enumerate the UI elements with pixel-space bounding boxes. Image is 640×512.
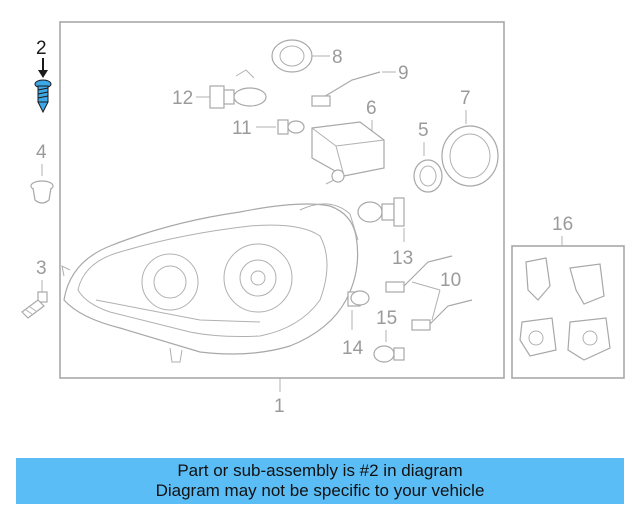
callout-10[interactable]: 10 <box>440 270 461 291</box>
assembly-frame <box>59 21 505 379</box>
part-2-screw[interactable] <box>34 58 52 114</box>
part-9-wire[interactable] <box>311 71 381 107</box>
callout-2[interactable]: 2 <box>36 38 47 59</box>
callout-6[interactable]: 6 <box>366 98 377 119</box>
part-8-cap[interactable] <box>271 39 313 73</box>
part-4-clip[interactable] <box>30 180 54 204</box>
part-7-cover[interactable] <box>441 125 499 187</box>
info-banner: Part or sub-assembly is #2 in diagram Di… <box>16 458 624 504</box>
part-5-socket[interactable] <box>413 159 443 193</box>
headlight-housing[interactable] <box>61 203 359 363</box>
part-10-wires[interactable] <box>385 255 473 331</box>
callout-16[interactable]: 16 <box>552 214 573 235</box>
callout-5[interactable]: 5 <box>418 120 429 141</box>
banner-line-1: Part or sub-assembly is #2 in diagram <box>177 461 463 480</box>
part-12-bulb[interactable] <box>209 69 267 109</box>
part-13-bulb[interactable] <box>357 197 405 227</box>
part-14-bulb[interactable] <box>347 290 370 307</box>
part-3-screw[interactable] <box>21 291 48 319</box>
part-11-bulb[interactable] <box>277 119 305 135</box>
parts-diagram: 1 2 4 3 12 <box>21 21 625 417</box>
callout-7[interactable]: 7 <box>460 88 471 109</box>
callout-9[interactable]: 9 <box>398 63 409 84</box>
banner-line-2: Diagram may not be specific to your vehi… <box>155 481 485 500</box>
callout-8[interactable]: 8 <box>332 47 343 68</box>
part-6-module[interactable] <box>311 121 385 185</box>
callout-3[interactable]: 3 <box>36 258 47 279</box>
callout-14[interactable]: 14 <box>342 338 364 359</box>
subassembly-frame <box>511 245 625 379</box>
callout-15[interactable]: 15 <box>376 308 397 329</box>
callout-11[interactable]: 11 <box>232 118 252 139</box>
part-16-components[interactable] <box>519 257 611 361</box>
callout-1[interactable]: 1 <box>274 396 285 417</box>
callout-4[interactable]: 4 <box>36 142 47 163</box>
callout-12[interactable]: 12 <box>172 88 193 109</box>
part-15-bulb[interactable] <box>373 345 405 363</box>
callout-13[interactable]: 13 <box>392 248 413 269</box>
